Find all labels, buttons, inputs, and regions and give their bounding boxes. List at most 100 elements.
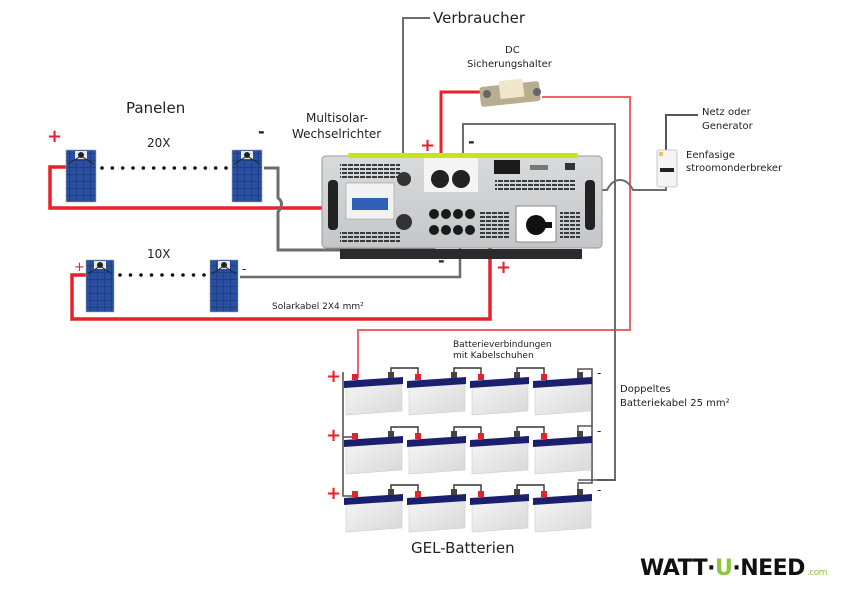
string2-minus-sign: - [242, 262, 247, 276]
battery-row2-plus-sign: + [326, 425, 342, 446]
battery-positive-terminal [478, 491, 484, 497]
string-dot [202, 273, 206, 277]
string-dot [149, 273, 154, 277]
string-dot [170, 273, 175, 277]
brand-logo: WATT·U·NEED.com [640, 556, 828, 581]
battery-positive-terminal [541, 433, 547, 439]
battery-negative-terminal [451, 431, 457, 437]
logo-part-1: WATT· [640, 556, 715, 581]
battery-positive-terminal [541, 491, 547, 497]
string-dot [139, 273, 143, 277]
battery-negative-terminal [514, 489, 520, 495]
battery-negative-terminal [388, 372, 394, 378]
inverter-battery-plus-sign: + [420, 135, 436, 156]
battery [407, 367, 482, 416]
batteries-label: GEL-Batterien [411, 539, 515, 557]
logo-part-3: ·NEED [732, 556, 805, 581]
grid-label-2: Generator [702, 121, 753, 132]
battery-cable-label-2: Batteriekabel 25 mm² [620, 398, 730, 409]
string-dot [151, 166, 156, 170]
series-link [516, 367, 545, 374]
string-dot [193, 166, 197, 170]
string-dot [172, 166, 177, 170]
battery-row1-minus-sign: - [597, 366, 602, 380]
battery-parallel-left [342, 372, 352, 497]
string-dot [213, 166, 218, 170]
logo-part-2: U [714, 556, 733, 581]
fuse-positive-wire-left [439, 90, 480, 178]
inverter-label-1: Multisolar- [306, 111, 369, 125]
string-dot [203, 166, 208, 170]
breaker-label-1: Eenfasige [686, 150, 735, 161]
single-phase-breaker [656, 149, 678, 188]
battery-row3-plus-sign: + [326, 483, 342, 504]
battery-bank [344, 367, 592, 533]
series-link [390, 426, 419, 433]
battery [470, 367, 545, 416]
battery-row1-plus-sign: + [326, 366, 342, 387]
battery-positive-terminal [415, 374, 421, 380]
battery-negative-terminal [388, 431, 394, 437]
breaker-label-2: stroomonderbreker [686, 163, 783, 174]
battery-cable-label-1: Doppeltes [620, 384, 671, 395]
battery-positive-terminal [478, 374, 484, 380]
battery [533, 489, 592, 533]
battery [344, 484, 419, 533]
string1-plus-sign: + [47, 126, 63, 147]
battery-negative-terminal [577, 489, 583, 495]
battery-positive-terminal [352, 433, 358, 439]
battery-negative-terminal [514, 431, 520, 437]
string2-count: 10X [147, 247, 171, 261]
battery-negative-terminal [451, 372, 457, 378]
string-dot [181, 273, 185, 277]
solar-panels [65, 149, 263, 313]
string-dot [160, 273, 164, 277]
solar-panel [65, 149, 97, 203]
string-dot [131, 166, 135, 170]
battery [470, 484, 545, 533]
inverter [321, 153, 603, 259]
series-link [453, 426, 482, 433]
battery-row2-minus-sign: - [597, 424, 602, 438]
string-dot [120, 166, 125, 170]
load-label: Verbraucher [433, 9, 526, 27]
grid-wire [665, 114, 698, 150]
string1-count: 20X [147, 136, 171, 150]
dc-fuse-label-1: DC [505, 45, 520, 56]
battery [533, 372, 592, 416]
solar-panel [85, 259, 115, 313]
battery-negative-terminal [577, 431, 583, 437]
logo-suffix: .com [806, 568, 828, 578]
inverter-label-2: Wechselrichter [292, 127, 382, 141]
string-dot [162, 166, 166, 170]
load-wire [402, 17, 430, 178]
battery-negative-terminal [514, 372, 520, 378]
battery-positive-terminal [478, 433, 484, 439]
string-dot [191, 273, 196, 277]
series-link [390, 484, 419, 491]
series-link [390, 367, 419, 374]
battery-positive-terminal [415, 491, 421, 497]
battery-positive-terminal [352, 491, 358, 497]
string-dot [128, 273, 133, 277]
string-dot [182, 166, 187, 170]
inverter-pv-minus-sign: - [438, 251, 445, 270]
inverter-battery-minus-sign: - [468, 132, 475, 151]
series-link [516, 484, 545, 491]
solar-panel [209, 259, 239, 313]
battery-connections-label-1: Batterieverbindungen [453, 340, 552, 350]
fuse-positive-wire-right [357, 96, 631, 378]
battery-positive-terminal [541, 374, 547, 380]
battery [344, 426, 419, 475]
solar-panel [231, 149, 263, 203]
battery-negative-terminal [451, 489, 457, 495]
battery-row3-minus-sign: - [597, 483, 602, 497]
battery-negative-terminal [577, 372, 583, 378]
battery-connections-label-2: mit Kabelschuhen [453, 351, 534, 361]
string1-negative-wire [264, 166, 436, 252]
inverter-pv-plus-sign: + [496, 257, 512, 278]
dc-fuse-holder [479, 78, 541, 107]
series-link [453, 367, 482, 374]
string-dot [110, 166, 115, 170]
